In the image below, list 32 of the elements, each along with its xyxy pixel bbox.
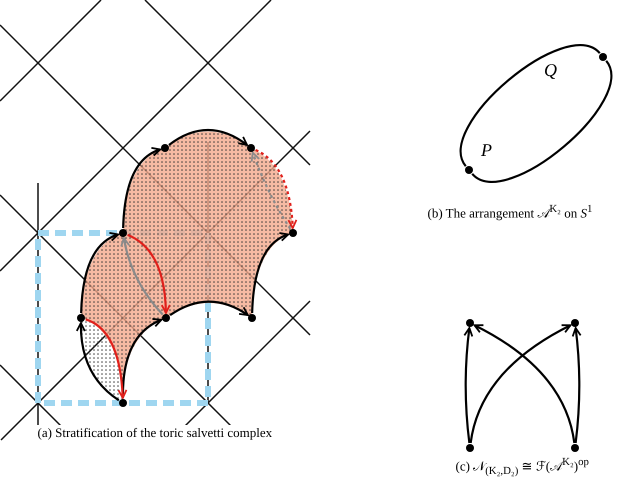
point-label: P (481, 140, 492, 160)
arrow (251, 232, 290, 314)
vertex-dot (289, 229, 297, 237)
arrow (572, 327, 582, 444)
arrow (255, 149, 298, 229)
arrow (85, 318, 128, 399)
point-label: Q (544, 60, 557, 80)
vertex-dot (571, 319, 579, 327)
figure-caption: (c) 𝒩$_{(K₂,D₂)}$ ≅ ℱ(𝒜$^{K₂}$)$^{op}$ (454, 456, 591, 477)
arc (472, 60, 612, 183)
vertex-dot (77, 314, 85, 322)
arrow (122, 148, 162, 228)
arrow (250, 152, 292, 230)
arrow (127, 234, 170, 314)
vertex-dot (247, 144, 255, 152)
arrow (168, 128, 248, 146)
vertex-dot (466, 444, 474, 452)
vertex-dot (162, 314, 170, 322)
figure-caption: (a) Stratification of the toric salvetti complex (36, 425, 274, 441)
vertex-dot (119, 399, 127, 407)
figure-caption: (b) The arrangement 𝒜$^{K₂}$ on S$^{1}$ (426, 203, 594, 222)
vertex-dot (571, 444, 579, 452)
vertex-dot (248, 314, 256, 322)
vertex-dot (466, 319, 474, 327)
vertex-dot (161, 144, 169, 152)
arc (460, 44, 600, 167)
arrow (120, 237, 164, 316)
arrow (76, 322, 120, 402)
arrow (464, 327, 474, 444)
vertex-dot (119, 229, 127, 237)
arrow (170, 300, 249, 316)
arrow (80, 232, 120, 314)
